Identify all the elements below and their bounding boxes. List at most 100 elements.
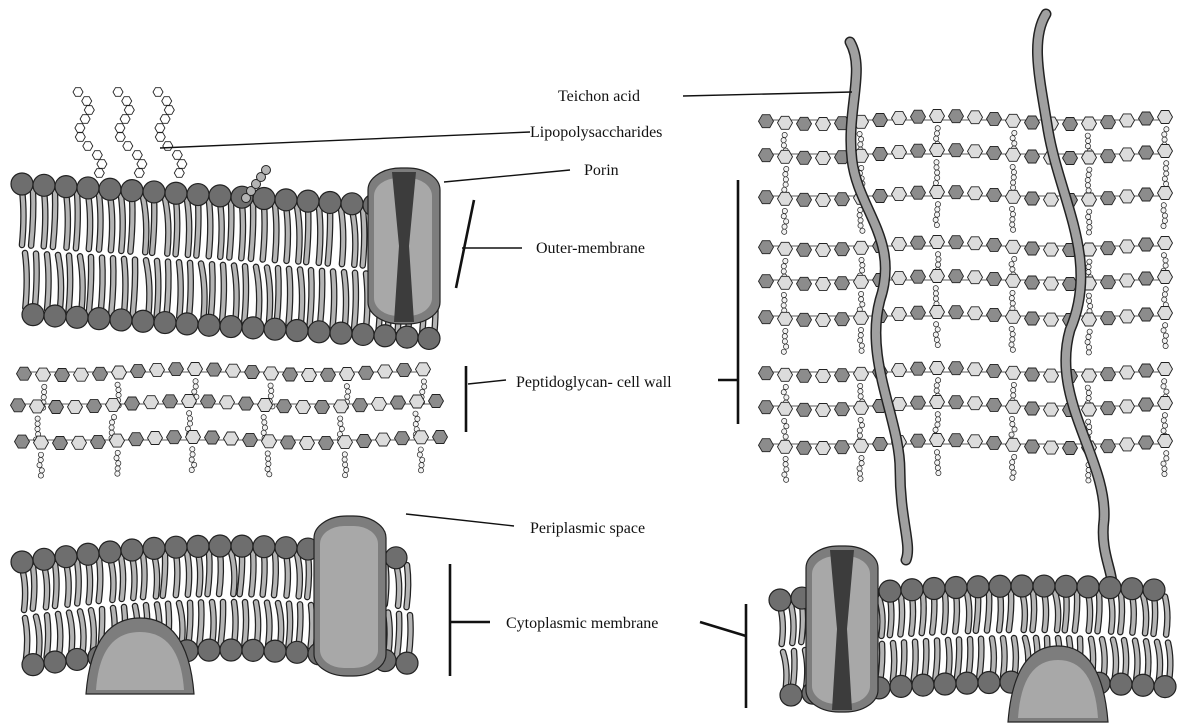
peptide-bead [858,389,863,394]
sugar-unit [968,111,983,124]
peptide-bead [1010,422,1015,427]
peptide-bead [262,420,267,425]
peptide-bead [936,417,941,422]
peptide-bead [1087,209,1092,214]
sugar-unit [283,368,298,381]
lipid-head [77,543,99,565]
peptide-bead [109,420,114,425]
sugar-unit [835,193,850,206]
sugar-unit [987,398,1002,411]
peptide-bead [1086,395,1091,400]
lipid-head [912,674,934,696]
peptide-bead [41,389,46,394]
sugar-unit [873,148,888,161]
peptide-bead [1162,132,1167,137]
peptide-bead [859,423,864,428]
sugar-unit [164,106,174,115]
peptide-bead [1087,219,1092,224]
sugar-unit [395,432,410,445]
sugar-unit [391,396,406,409]
peptide-bead [936,378,941,383]
peptide-bead [1161,223,1166,228]
peptide-bead [1163,181,1168,186]
sugar-unit [82,97,92,106]
peptide-bead [783,258,788,263]
peptide-bead [859,257,864,262]
peptide-bead [858,327,863,332]
sugar-unit [1139,272,1154,285]
peptide-bead [859,455,864,460]
sugar-unit [1025,440,1040,453]
sugar-unit [968,363,983,376]
peptide-bead [782,418,787,423]
peptide-bead [1009,296,1014,301]
peptide-bead [190,452,195,457]
peptide-bead [935,460,940,465]
peptide-bead [784,395,789,400]
lipid-head [66,306,88,328]
sugar-unit [854,275,869,288]
sugar-unit [220,396,235,409]
peptide-bead [342,457,347,462]
sugar-unit [968,397,983,410]
sugar-unit [835,441,850,454]
sugar-unit [873,114,888,127]
sugar-unit [835,369,850,382]
sugar-unit [110,434,125,447]
sugar-unit [911,270,926,283]
sugar-unit [987,112,1002,125]
peptide-bead [1012,141,1017,146]
sugar-unit [414,431,429,444]
sugar-unit [1120,274,1135,287]
sugar-unit [1120,114,1135,127]
peptide-bead [35,416,40,421]
sugar-unit [160,115,170,124]
peptide-bead [1010,212,1015,217]
peptide-bead [934,337,939,342]
sugar-unit [1044,403,1059,416]
sugar-unit [816,442,831,455]
sugar-unit [816,404,831,417]
peptide-bead [1010,475,1015,480]
sugar-unit [797,403,812,416]
lipid-head [1099,577,1121,599]
sugar-unit [987,238,1002,251]
lipid-head [769,589,791,611]
sugar-unit [1120,148,1135,161]
sugar-unit [1158,187,1173,200]
peptide-bead [782,334,787,339]
peptide-bead [35,421,40,426]
sugar-unit [797,441,812,454]
lipid-head [879,580,901,602]
sugar-unit [281,436,296,449]
peptide-bead [1161,253,1166,258]
lipid-head [308,321,330,343]
sugar-unit [1044,441,1059,454]
peptide-bead [1162,423,1167,428]
peptide-bead [1012,427,1017,432]
peptide-bead [1161,208,1166,213]
peptide-bead [934,165,939,170]
sugar-unit [1120,190,1135,203]
sugar-unit [968,237,983,250]
lipid-head [1110,673,1132,695]
peptidoglycan-label: Peptidoglycan- cell wall [516,374,672,391]
peptide-bead [1086,230,1091,235]
peptide-bead [857,471,862,476]
lipid-head [22,654,44,676]
peptide-bead [1010,347,1015,352]
peptide-bead [1086,264,1091,269]
peptide-bead [858,223,863,228]
sugar-unit [797,313,812,326]
peptide-bead [781,214,786,219]
lipid-head [55,176,77,198]
sugar-unit [162,97,172,106]
peptide-bead [420,457,425,462]
peptide-bead [339,426,344,431]
lipid-head [890,675,912,697]
lipid-head [110,309,132,331]
peptide-bead [1161,418,1166,423]
sugar-unit [892,272,907,285]
sugar-unit [1006,274,1021,287]
sugar-unit [155,124,165,133]
